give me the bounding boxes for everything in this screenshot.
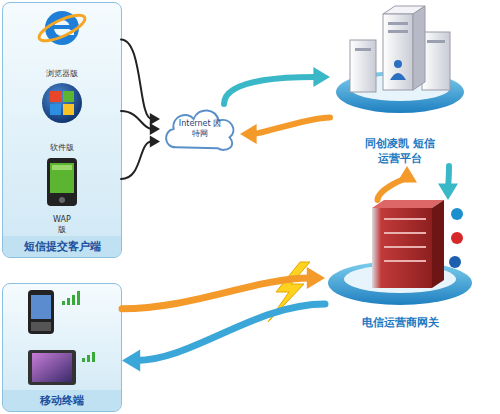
- arrow-head: [397, 166, 417, 183]
- node-label: 移动终端: [3, 390, 121, 411]
- arrow-head: [150, 113, 160, 125]
- node-label: WAP 版: [50, 215, 74, 235]
- flow-arrow: [378, 179, 408, 200]
- flow-arrow: [448, 166, 449, 187]
- node-label: 同创凌凯 短信运营平台: [364, 136, 436, 166]
- arrow-head: [240, 124, 257, 144]
- platform-node: 同创凌凯 短信运营平台: [330, 4, 470, 166]
- arrow-head: [313, 67, 330, 87]
- cloud-shape: [166, 110, 233, 149]
- flow-arrow: [224, 77, 317, 104]
- client-item: 浏览器版: [3, 7, 121, 79]
- arrow-head: [150, 123, 160, 135]
- arrow-head: [438, 183, 458, 200]
- gateway-rack: [328, 200, 472, 305]
- flow-arrow: [121, 111, 152, 129]
- arrow-head: [307, 267, 325, 289]
- flow-arrow: [253, 117, 330, 134]
- server-cluster: [336, 6, 464, 113]
- client-panel: 短信提交客户端 浏览器版软件版 WAP 版: [2, 2, 122, 258]
- flow-arrow: [122, 278, 310, 309]
- flow-arrow: [121, 39, 152, 119]
- internet-cloud: Internet 因特网: [160, 104, 240, 154]
- node-label: 软件版: [50, 143, 74, 153]
- node-label: Internet 因特网: [175, 119, 225, 139]
- arrow-head: [150, 136, 160, 148]
- gateway-node: 电信运营商网关: [325, 200, 475, 330]
- arrow-head: [122, 349, 140, 371]
- node-label: 电信运营商网关: [362, 315, 439, 330]
- client-item: WAP 版: [3, 155, 121, 235]
- node-label: 短信提交客户端: [3, 236, 121, 257]
- node-label: 浏览器版: [46, 69, 78, 79]
- terminal-panel: 移动终端: [2, 283, 122, 412]
- flow-arrow: [137, 304, 325, 360]
- client-item: 软件版: [3, 83, 121, 153]
- lightning-bolt: [268, 262, 310, 322]
- flow-arrow: [121, 142, 152, 180]
